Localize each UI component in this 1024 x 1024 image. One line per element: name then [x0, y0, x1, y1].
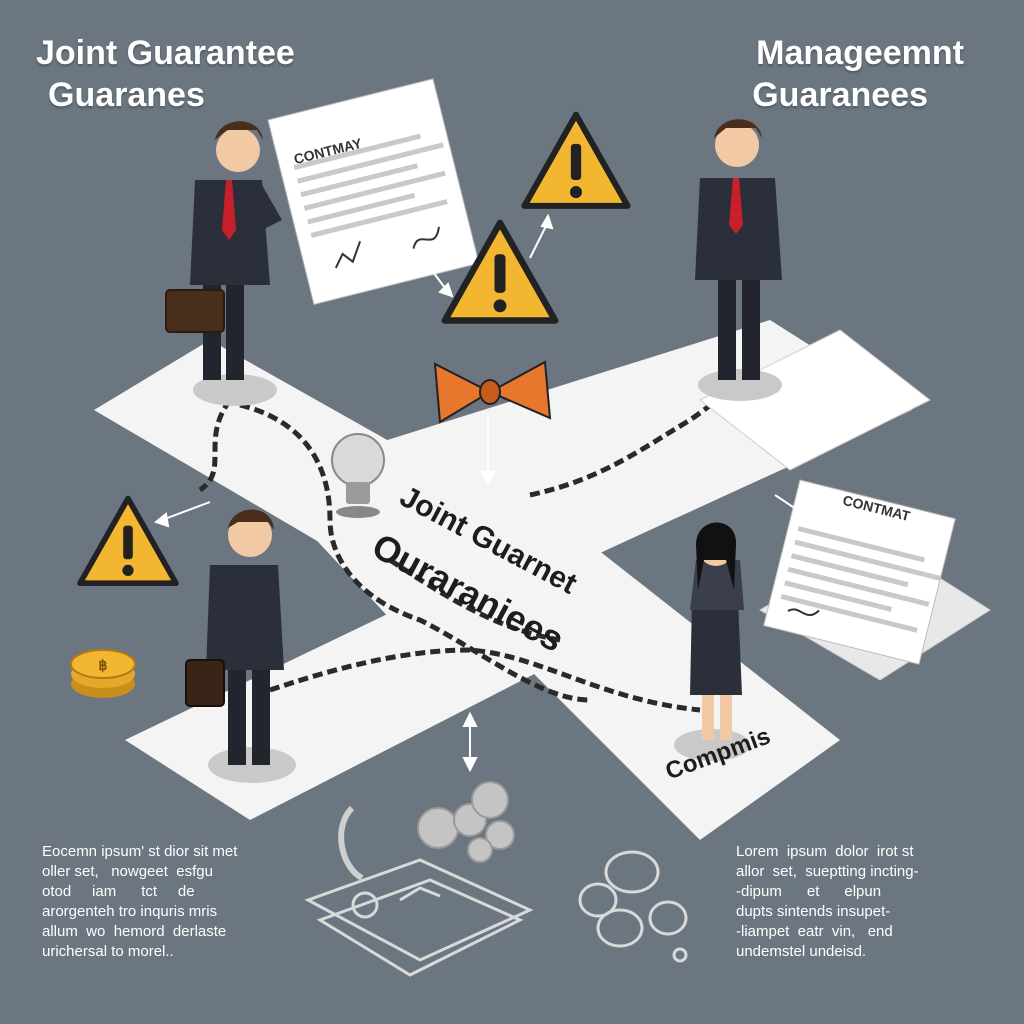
- title-left-line1: Joint Guarantee: [36, 34, 295, 72]
- title-right: Manageemnt Guaranees: [678, 32, 964, 116]
- paragraph-right: Lorem ipsum dolor irot st allor set, sue…: [736, 843, 919, 960]
- coin-icon: ฿: [70, 649, 136, 698]
- businessman-top-right: [695, 119, 782, 380]
- smoke-icon: [417, 781, 515, 863]
- bow-icon: [433, 360, 552, 424]
- lightbulb-icon: [331, 433, 385, 518]
- arrows: [153, 213, 812, 773]
- title-left: Joint Guarantee Guaranes: [36, 32, 295, 116]
- chat-bubbles-icon: [578, 850, 688, 963]
- businessman-bottom-left: [185, 509, 284, 765]
- right-papers: [699, 329, 991, 681]
- briefcase-icon: [185, 659, 225, 707]
- paragraph-left: Eocemn ipsum' st dior sit met oller set,…: [42, 843, 238, 960]
- warning-icon: [80, 498, 176, 583]
- paper-cross: [94, 320, 912, 840]
- briefcase-icon: [165, 289, 225, 333]
- title-right-line1: Manageemnt: [756, 34, 964, 72]
- wallet-icon: [304, 858, 534, 977]
- feather-icon: [338, 805, 364, 881]
- svg-text:฿: ฿: [99, 657, 108, 673]
- businesswoman-bottom-right: [690, 522, 744, 740]
- title-right-line2: Guaranees: [752, 76, 928, 114]
- businessman-top-left: [165, 121, 282, 380]
- warning-icon: [524, 115, 627, 206]
- title-left-line2: Guaranes: [48, 76, 205, 114]
- top-contract-document: [267, 78, 480, 305]
